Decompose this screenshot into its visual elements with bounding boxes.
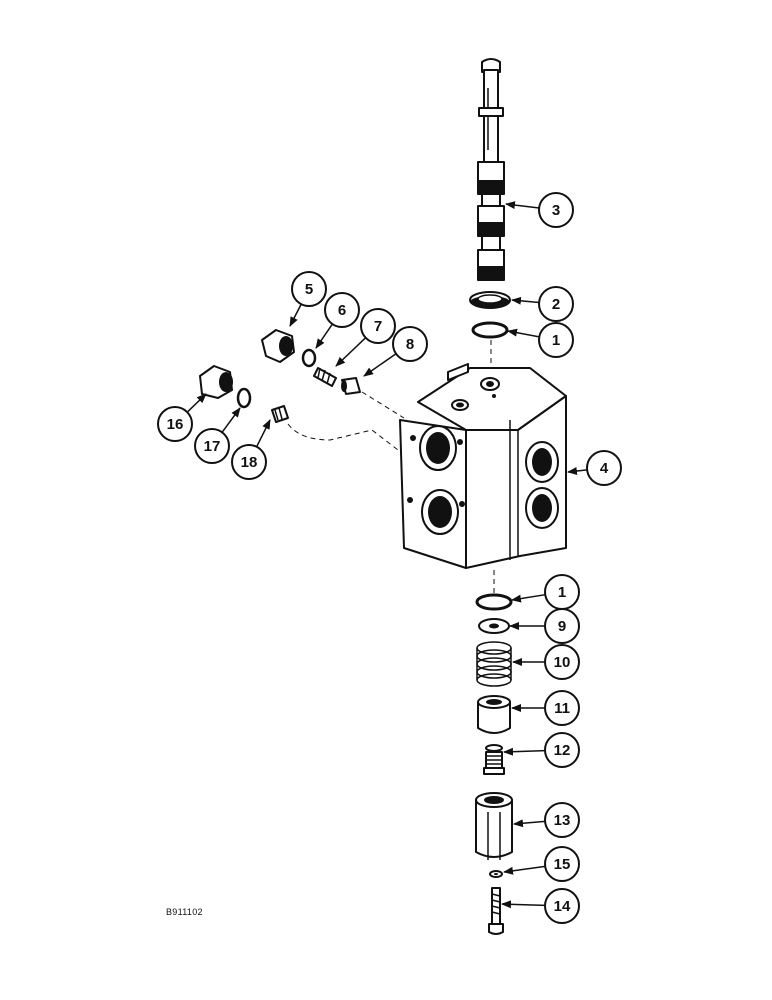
callout-label: 12 — [554, 742, 571, 759]
callout-leader — [503, 865, 546, 875]
callout-circle — [544, 608, 580, 644]
centering-spring-part — [476, 641, 512, 687]
seal-washer-part — [469, 291, 511, 309]
callout-leader — [335, 337, 367, 367]
callout-label: 7 — [374, 318, 382, 335]
callout-c6: 6 — [315, 292, 360, 349]
spring-cup-part — [477, 695, 511, 734]
callout-circle — [538, 192, 574, 228]
callout-circle — [538, 286, 574, 322]
callout-c5: 5 — [289, 271, 327, 327]
callout-label: 9 — [558, 618, 566, 635]
callout-label: 5 — [305, 281, 313, 298]
callout-leader — [511, 593, 546, 603]
callout-circle — [544, 802, 580, 838]
callout-c1a: 1 — [507, 322, 574, 358]
callout-circle — [291, 271, 327, 307]
callout-circle — [392, 326, 428, 362]
callout-c3: 3 — [505, 192, 574, 228]
callout-circle — [544, 888, 580, 924]
poppet-part — [341, 377, 361, 395]
callout-label: 11 — [554, 700, 570, 717]
callout-c16: 16 — [157, 393, 207, 442]
callout-circle — [538, 322, 574, 358]
callout-c11: 11 — [511, 690, 580, 726]
callout-leader — [513, 819, 546, 828]
callout-c4: 4 — [567, 450, 622, 486]
callout-circle — [157, 406, 193, 442]
callout-label: 17 — [204, 438, 221, 455]
callout-c12: 12 — [503, 732, 580, 768]
callout-circle — [324, 292, 360, 328]
callout-leader — [186, 393, 207, 413]
callout-c14: 14 — [501, 888, 580, 924]
callout-leader — [221, 407, 241, 433]
callout-leader — [567, 467, 588, 475]
callout-circle — [194, 428, 230, 464]
callout-circle — [544, 644, 580, 680]
lock-washer-part — [489, 870, 503, 878]
callout-c1b: 1 — [511, 574, 580, 610]
callout-c8: 8 — [363, 326, 428, 377]
callout-label: 13 — [554, 812, 571, 829]
callout-circle — [360, 308, 396, 344]
callout-leader — [501, 900, 546, 909]
plug-o-ring-part — [301, 348, 317, 368]
callout-label: 8 — [406, 336, 414, 353]
plug-left-o-ring-part — [236, 387, 252, 409]
washer-part — [478, 618, 510, 634]
callout-leader — [511, 296, 540, 305]
callout-label: 6 — [338, 302, 346, 319]
callout-leader — [503, 747, 546, 756]
callout-circle — [544, 732, 580, 768]
o-ring-upper-part — [471, 321, 509, 339]
callout-c10: 10 — [512, 644, 580, 680]
callout-c17: 17 — [194, 407, 241, 464]
plug-left-part — [199, 365, 233, 399]
callout-label: 1 — [558, 584, 566, 601]
callout-circle — [231, 444, 267, 480]
cap-screw-part — [488, 887, 504, 935]
valve-body-part — [399, 363, 567, 569]
callout-c9: 9 — [509, 608, 580, 644]
callout-label: 16 — [167, 416, 184, 433]
callout-c18: 18 — [231, 419, 271, 480]
spool-bolt-part — [483, 744, 505, 775]
callout-leader — [289, 303, 302, 327]
end-cap-part — [475, 792, 513, 860]
callout-c2: 2 — [511, 286, 574, 322]
insert-part — [271, 405, 289, 423]
callout-leader — [315, 323, 334, 349]
callout-label: 2 — [552, 296, 560, 313]
callout-label: 3 — [552, 202, 560, 219]
callout-label: 1 — [552, 332, 560, 349]
o-ring-lower-part — [475, 593, 513, 611]
callout-leader — [255, 419, 271, 448]
callout-leader — [507, 328, 540, 338]
callout-label: 4 — [600, 460, 609, 477]
callout-leader — [505, 201, 540, 210]
callout-c13: 13 — [513, 802, 580, 838]
callout-circle — [544, 690, 580, 726]
callout-c7: 7 — [335, 308, 396, 367]
relief-spring-part — [313, 367, 337, 387]
callout-label: 10 — [554, 654, 571, 671]
callout-label: 18 — [241, 454, 258, 471]
callout-label: 14 — [554, 898, 571, 915]
callout-label: 15 — [554, 856, 571, 873]
figure-code: B911102 — [166, 907, 203, 917]
callout-circle — [586, 450, 622, 486]
callout-c15: 15 — [503, 846, 580, 882]
spool-part — [477, 58, 505, 281]
callout-leader — [363, 353, 397, 377]
callout-circle — [544, 846, 580, 882]
plug-part — [261, 329, 295, 363]
